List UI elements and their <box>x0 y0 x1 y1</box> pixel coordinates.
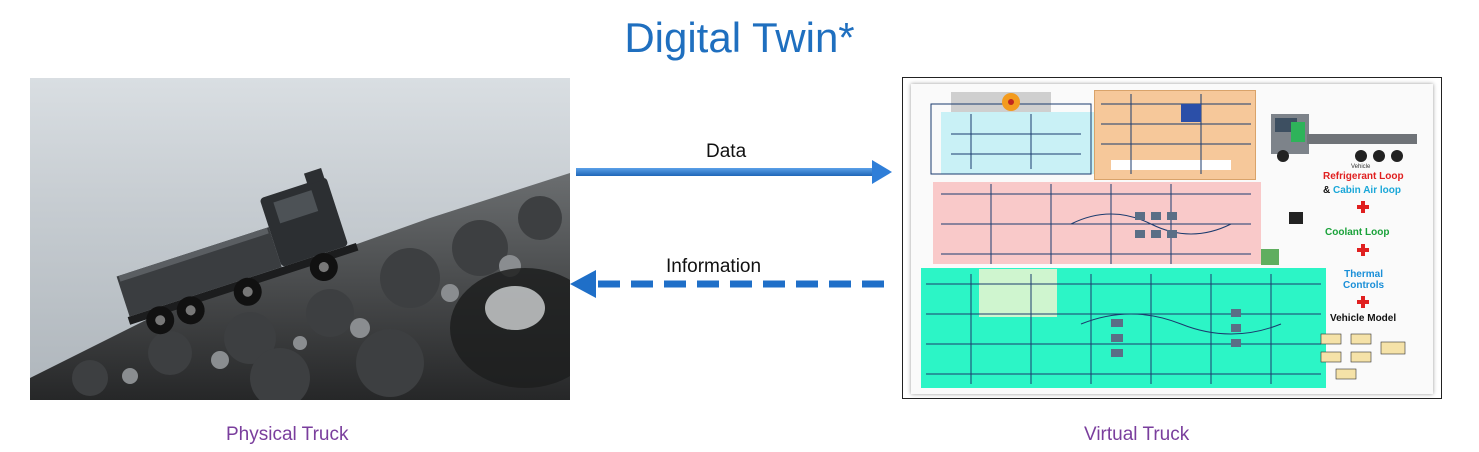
schematic-zone-white-bar <box>1111 160 1231 170</box>
fan-icon <box>1002 93 1020 111</box>
schematic-zone-subloop <box>979 269 1057 317</box>
plus-icon <box>1357 244 1369 256</box>
schematic-canvas: Vehicle Refrigerant Loop & Cabin Air loo… <box>911 84 1433 394</box>
legend-thermal-controls: Thermal Controls <box>1343 269 1384 291</box>
virtual-truck-icon <box>1271 114 1417 162</box>
schematic-zone-cabin-air <box>941 112 1106 174</box>
schematic-zone-coolant <box>933 182 1261 264</box>
truck-illustration <box>30 168 570 400</box>
data-arrow <box>576 160 892 184</box>
physical-truck-caption: Physical Truck <box>226 424 349 445</box>
schematic-wiring <box>926 93 1417 384</box>
legend-vehicle-model: Vehicle Model <box>1330 313 1397 324</box>
plus-icon <box>1357 296 1369 308</box>
arrows-layer <box>570 160 892 298</box>
information-arrow <box>570 270 886 298</box>
monitor-icon <box>1289 212 1303 224</box>
legend-thermal-line2: Controls <box>1343 280 1385 291</box>
legend-cabin-prefix: & <box>1323 185 1331 196</box>
virtual-truck-schematic: Vehicle Refrigerant Loop & Cabin Air loo… <box>902 77 1442 399</box>
legend-coolant-loop: Coolant Loop <box>1325 227 1390 238</box>
data-arrow-label: Data <box>706 141 747 162</box>
legend-thermal-line1: Thermal <box>1344 269 1383 280</box>
page-title: Digital Twin* <box>624 14 855 61</box>
legend-vehicle-caption: Vehicle <box>1351 164 1371 170</box>
legend-cabin-label: Cabin Air loop <box>1333 185 1401 196</box>
vehicle-model-diagram <box>1320 333 1406 380</box>
information-arrow-label: Information <box>666 256 762 277</box>
legend-cabin-air-loop: & Cabin Air loop <box>1323 185 1401 196</box>
compressor-icon <box>1181 104 1201 122</box>
schematic-zone-fan <box>951 92 1051 114</box>
board-icon <box>1261 249 1279 265</box>
physical-truck-photo <box>30 78 570 400</box>
plus-icon <box>1357 201 1369 213</box>
virtual-truck-caption: Virtual Truck <box>1084 424 1190 445</box>
legend-refrigerant-loop: Refrigerant Loop <box>1323 171 1404 182</box>
